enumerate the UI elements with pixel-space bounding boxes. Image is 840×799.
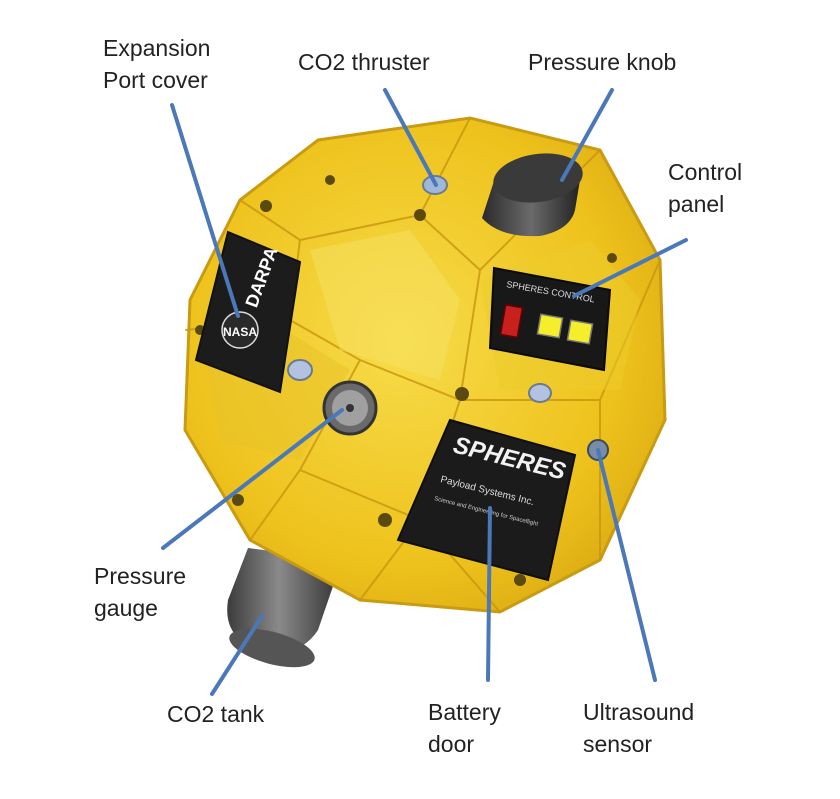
label-co2-thruster: CO2 thruster — [298, 49, 430, 75]
label-pressure-knob: Pressure knob — [528, 49, 677, 75]
expansion-logo-nasa: NASA — [223, 325, 257, 339]
leader-pressure-gauge — [161, 408, 344, 550]
leader-co2-tank — [210, 614, 264, 696]
panel-yellow-button-2 — [566, 319, 594, 345]
leader-battery-door — [486, 506, 492, 682]
leader-control-panel — [572, 238, 688, 298]
leader-ultrasound-sensor — [596, 448, 657, 682]
label-battery-door: Battery door — [428, 699, 501, 757]
leader-co2-thruster — [383, 88, 438, 187]
panel-red-button — [499, 303, 524, 339]
label-pressure-gauge: Pressure gauge — [94, 563, 187, 621]
pressure-gauge — [322, 380, 378, 436]
battery-door: SPHERES Payload Systems Inc. Science and… — [396, 418, 577, 582]
label-ultrasound-sensor: Ultrasound sensor — [583, 699, 695, 757]
panel-yellow-button-1 — [536, 313, 564, 339]
pressure-knob — [482, 153, 583, 237]
label-control-panel: Control panel — [668, 159, 743, 217]
leader-expansion-port-cover — [170, 103, 240, 318]
expansion-port-cover: DARPA NASA — [194, 230, 302, 394]
label-co2-tank: CO2 tank — [167, 701, 265, 727]
leader-pressure-knob — [560, 88, 614, 182]
label-expansion-port-cover: Expansion Port cover — [103, 35, 211, 93]
